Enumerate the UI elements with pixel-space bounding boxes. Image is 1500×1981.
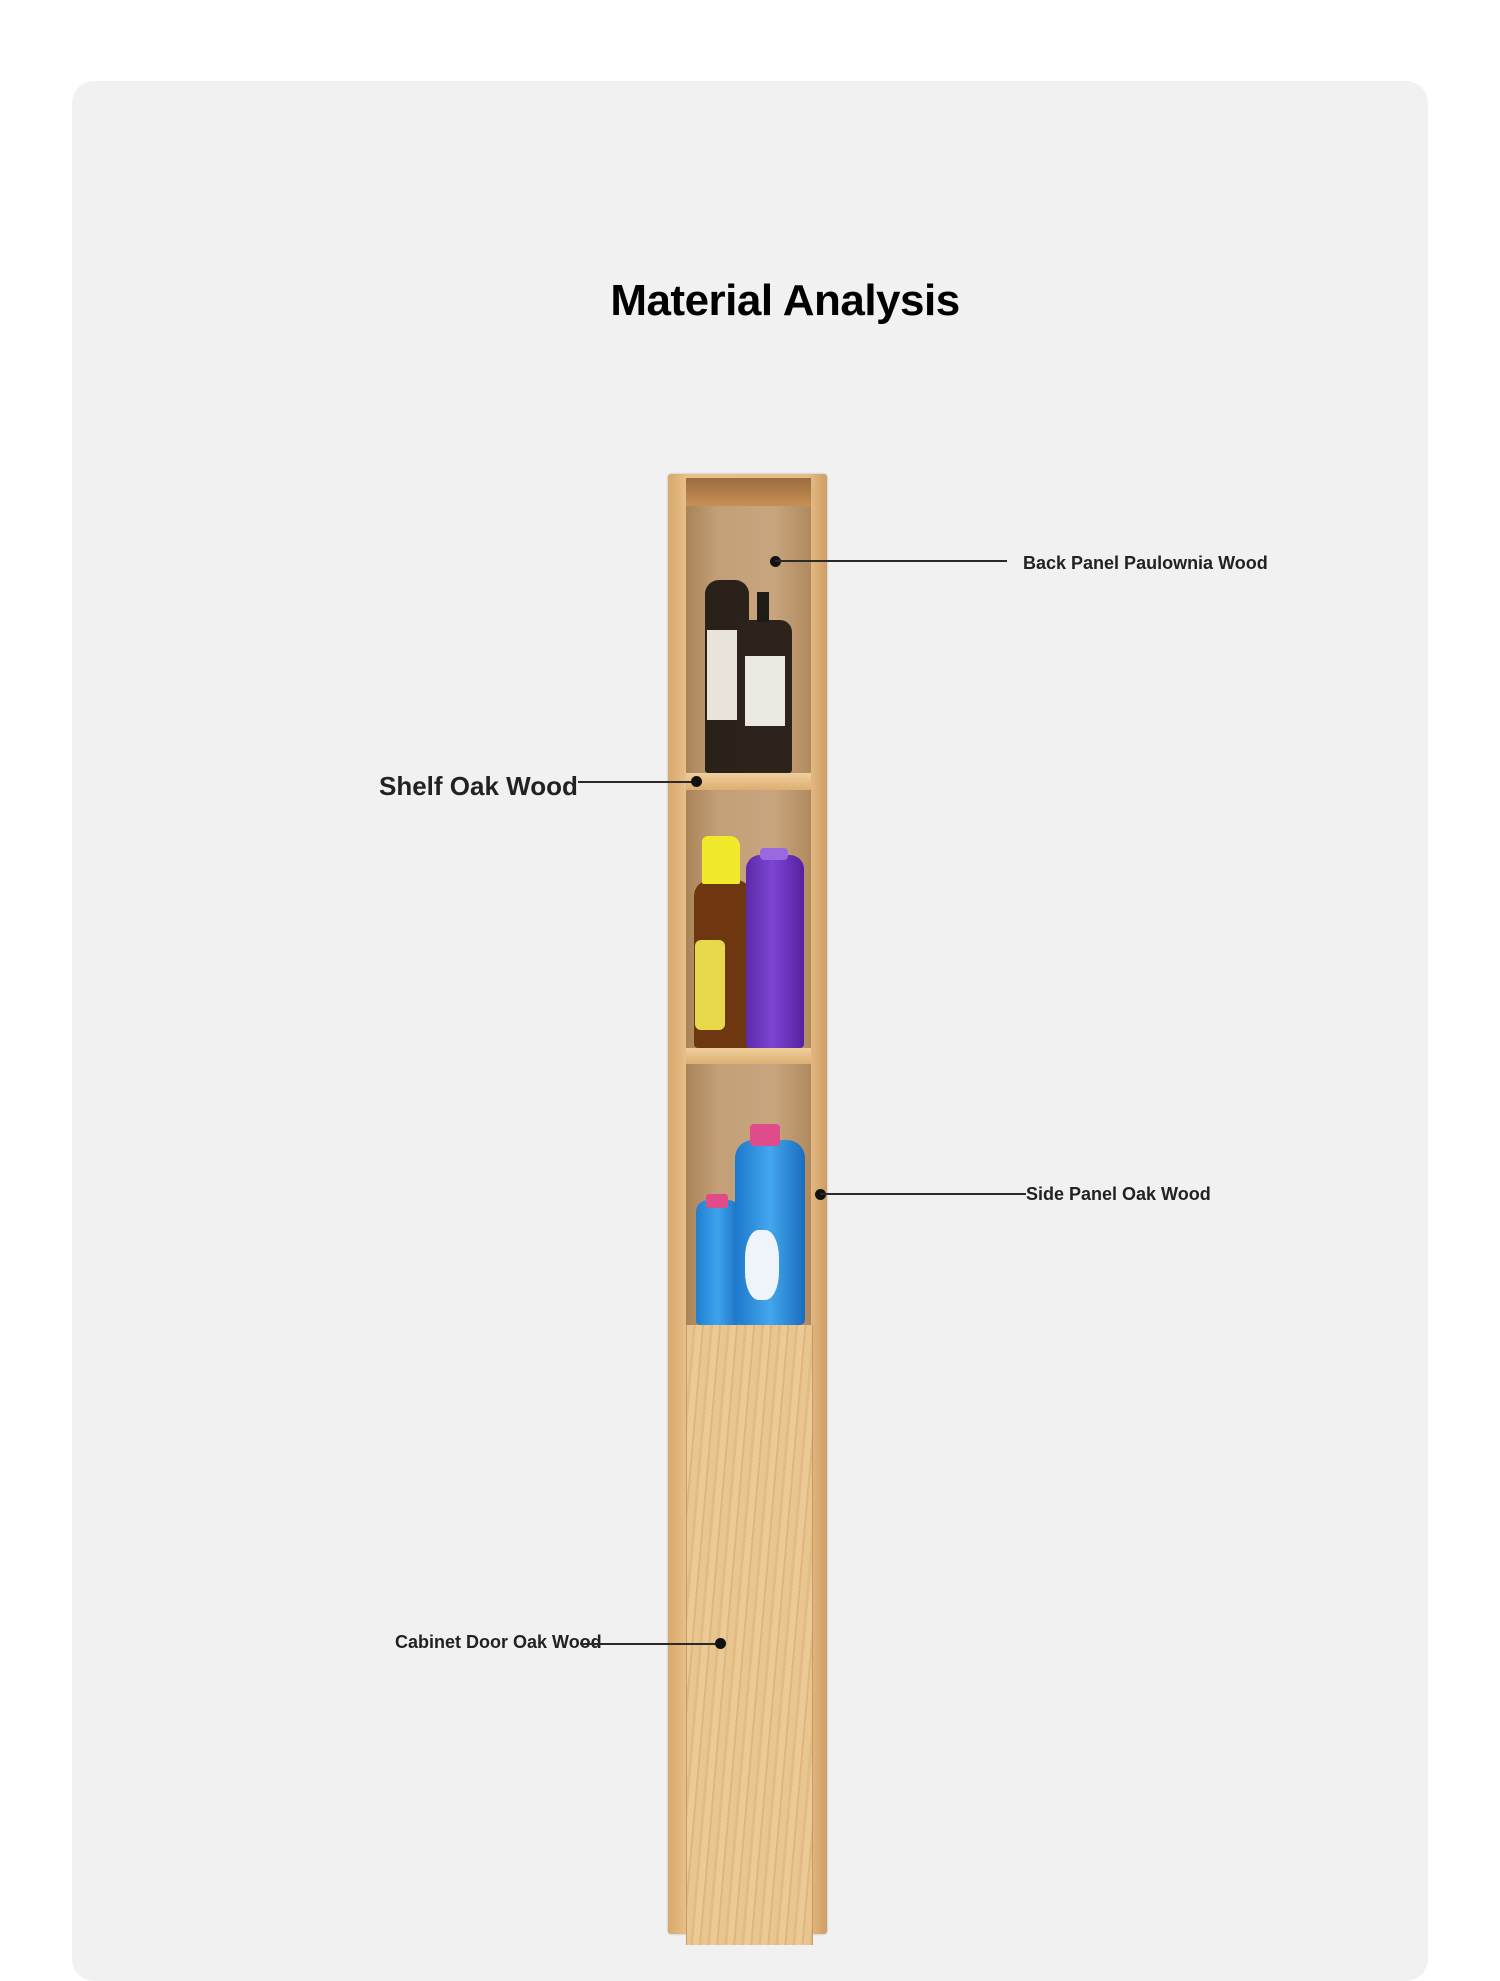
side-panel-label: Side Panel Oak Wood bbox=[1026, 1184, 1211, 1204]
cabinet-door bbox=[686, 1325, 813, 1945]
purple-bottle-cap bbox=[760, 848, 788, 860]
purple-bottle-image bbox=[746, 855, 804, 1048]
shelf-label: Shelf Oak Wood bbox=[379, 771, 578, 801]
large-blue-bottle-label bbox=[745, 1230, 779, 1300]
page-title: Material Analysis bbox=[610, 276, 960, 325]
small-blue-bottle-cap bbox=[706, 1194, 728, 1208]
side-panel-leader-line bbox=[820, 1193, 1026, 1195]
shelf-marker-dot bbox=[691, 776, 702, 787]
spray-bottle-label bbox=[695, 940, 725, 1030]
cabinet-top-board bbox=[686, 478, 811, 506]
back-panel-leader-line bbox=[775, 560, 1007, 562]
pump-head-image bbox=[757, 592, 769, 622]
back-panel-label: Back Panel Paulownia Wood bbox=[1023, 553, 1268, 573]
cabinet-door-label: Cabinet Door Oak Wood bbox=[395, 1632, 602, 1652]
large-blue-bottle-cap bbox=[750, 1124, 780, 1146]
shelf-leader-line bbox=[578, 781, 696, 783]
dark-bottle-label bbox=[707, 630, 737, 720]
cabinet-door-leader-line bbox=[580, 1643, 721, 1645]
small-blue-bottle-image bbox=[696, 1200, 740, 1325]
pump-bottle-label bbox=[745, 656, 785, 726]
cabinet-door-marker-dot bbox=[715, 1638, 726, 1649]
shelf-1 bbox=[686, 773, 811, 790]
shelf-2 bbox=[686, 1048, 811, 1064]
spray-trigger-image bbox=[702, 836, 740, 884]
